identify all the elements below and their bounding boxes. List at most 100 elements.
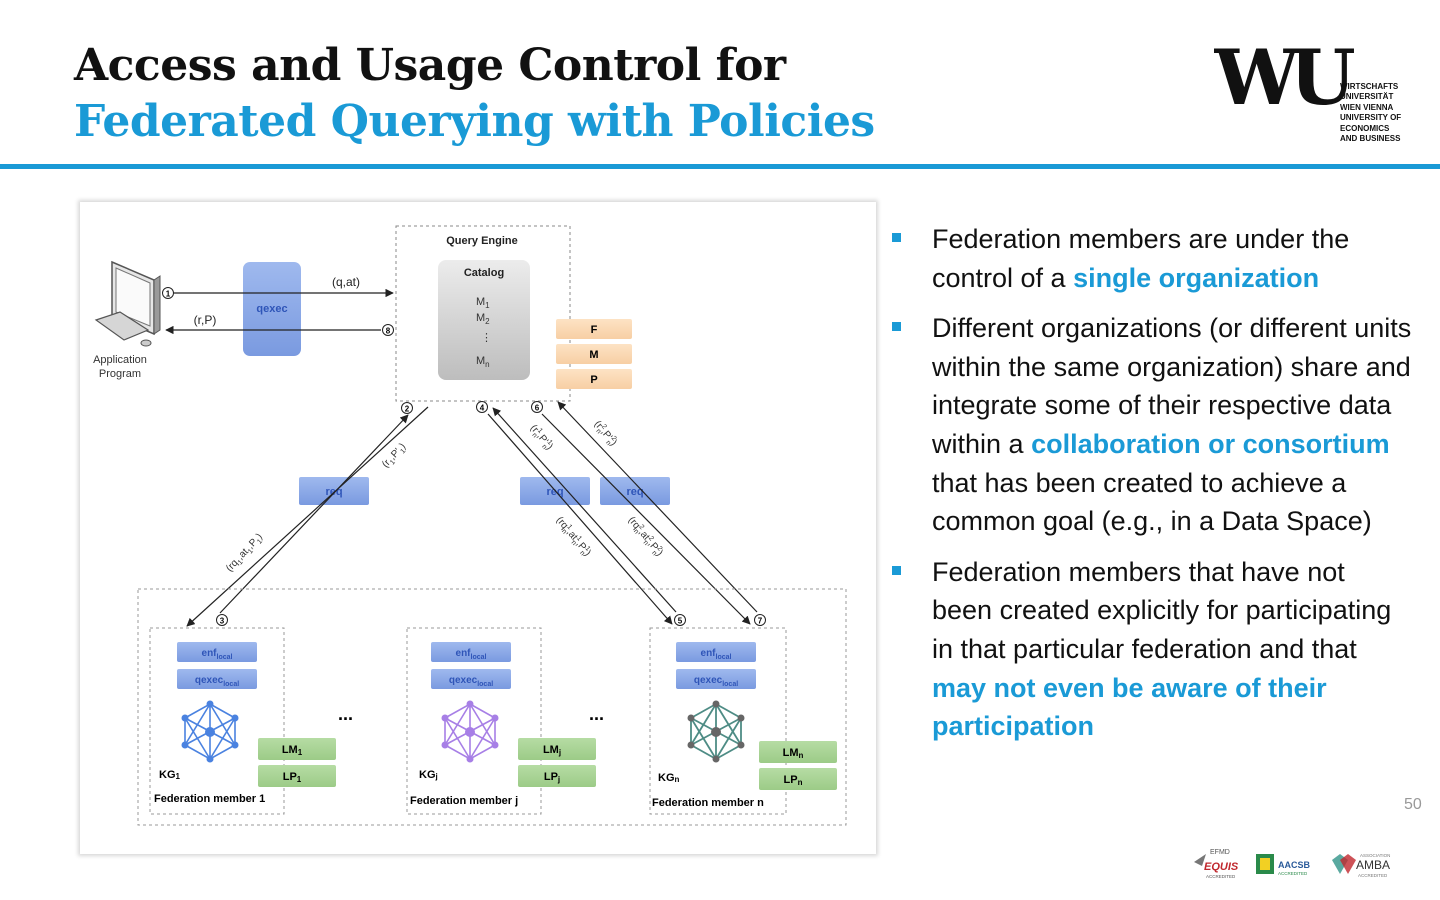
qexec-box <box>243 262 301 356</box>
enf-local-box <box>431 642 511 662</box>
step-number: 1 <box>166 290 171 299</box>
federation-member-j: enflocal qexeclocal KGj Federation membe… <box>406 627 596 815</box>
bullet-text: Different organizations (or different un… <box>932 313 1412 459</box>
policy-label: F <box>591 324 598 336</box>
kg-graph-nodes <box>181 700 239 763</box>
step-marker <box>754 614 766 626</box>
arrow-rq1 <box>186 406 429 627</box>
bullet-highlight: collaboration or consortium <box>1031 428 1390 459</box>
enf-local-label: enflocal <box>456 648 487 661</box>
lp-label: LPn <box>784 774 803 787</box>
bullet-text: Federation members that have not been cr… <box>932 556 1392 664</box>
catalog-mapping: M1 <box>476 296 490 310</box>
step-number: 5 <box>678 617 683 626</box>
lm-box <box>258 738 336 760</box>
aacsb-name: AACSB <box>1278 860 1311 870</box>
aacsb-accredited: ACCREDITED <box>1278 871 1308 876</box>
kg-label: KGj <box>419 769 438 781</box>
qexec-local-box <box>177 669 257 689</box>
catalog-mapping: M2 <box>476 312 490 326</box>
diagram-canvas: Application Program qexec 1 (q,at) 8 (r,… <box>93 225 847 826</box>
bullet-highlight: may not even be aware of their participa… <box>932 672 1327 742</box>
step-marker <box>162 287 174 299</box>
bullet-item: Federation members that have not been cr… <box>892 553 1412 746</box>
wu-logo-mark: WU <box>1214 42 1364 122</box>
app-program-label: Program <box>99 368 141 380</box>
wu-logo-text: WIRTSCHAFTS UNIVERSITÄT WIEN VIENNA UNIV… <box>1340 82 1401 144</box>
logo-line: UNIVERSITY OF <box>1340 113 1402 123</box>
bullet-text: that has been created to achieve a commo… <box>932 467 1372 537</box>
catalog-mapping: Mn <box>476 355 490 369</box>
member-box <box>649 627 787 815</box>
amba-accredited: ACCREDITED <box>1358 873 1388 878</box>
app-program-label: Application <box>93 354 147 366</box>
step-number: 7 <box>758 617 763 626</box>
logo-line: AND BUSINESS <box>1340 134 1401 144</box>
query-engine-box <box>395 225 571 402</box>
member-label: Federation member 1 <box>154 793 265 805</box>
logo-line: WIEN VIENNA <box>1340 102 1394 112</box>
bullet-item: Different organizations (or different un… <box>892 309 1412 541</box>
req-box-1 <box>299 477 369 505</box>
enf-local-label: enflocal <box>202 648 233 661</box>
equis-efmd: EFMD <box>1210 849 1230 856</box>
arrow-r1 <box>219 414 409 614</box>
bullet-highlight: single organization <box>1073 262 1320 293</box>
page-number: 50 <box>1404 796 1422 813</box>
step-number: 8 <box>386 327 391 336</box>
lp-label: LPj <box>544 771 560 784</box>
arrow-rn1 <box>492 407 677 613</box>
lm-box <box>518 738 596 760</box>
qexec-local-label: qexeclocal <box>694 675 738 688</box>
qexec-local-box <box>431 669 511 689</box>
ellipsis-1: ... <box>338 704 353 724</box>
lm-label: LMj <box>543 744 561 757</box>
slide-title-line-1: Access and Usage Control for <box>74 40 786 91</box>
lp-box <box>759 768 837 790</box>
step-marker <box>674 614 686 626</box>
ellipsis-2: ... <box>589 704 604 724</box>
lp-box <box>258 765 336 787</box>
msg-r-p: (r,P) <box>194 313 217 327</box>
req-label: req <box>546 486 563 498</box>
qexec-local-label: qexeclocal <box>195 675 239 688</box>
qexec-local-box <box>676 669 756 689</box>
step-number: 4 <box>480 404 485 413</box>
policy-box-p <box>556 369 632 389</box>
catalog-box <box>438 260 530 380</box>
equis-logo: EFMD EQUIS ACCREDITED <box>1194 849 1239 879</box>
arrow-rn2 <box>557 401 758 613</box>
policy-box-f <box>556 319 632 339</box>
step-number: 2 <box>405 405 410 414</box>
arrow-label-rq1: (rq1,at1,P1) <box>224 532 266 576</box>
bullet-square-icon <box>892 565 901 575</box>
kg-graph-nodes <box>687 700 745 763</box>
arrow-label-rqn2: (rq2n,at2n,P2n) <box>624 514 665 559</box>
bullet-text: Federation members are under the control… <box>932 224 1350 293</box>
catalog-vdots: ⋮ <box>481 332 492 344</box>
amba-name: AMBA <box>1356 858 1390 872</box>
arrow-rqn2 <box>541 413 751 625</box>
step-marker <box>382 324 394 336</box>
aacsb-logo: AACSB ACCREDITED <box>1256 854 1311 876</box>
step-marker <box>216 614 228 626</box>
federation-member-1: enflocal qexeclocal KG1 Federation membe… <box>149 627 336 815</box>
federation-member-n: enflocal qexeclocal KGn Federation membe… <box>649 627 837 815</box>
enf-local-box <box>676 642 756 662</box>
qexec-label: qexec <box>256 303 287 315</box>
lm-label: LMn <box>783 747 804 760</box>
title-divider <box>0 164 1440 169</box>
enf-local-label: enflocal <box>701 648 732 661</box>
arrow-label-rn1: (r1n,P'1n) <box>526 422 555 453</box>
bullet-item: Federation members are under the control… <box>892 220 1412 297</box>
member-box <box>149 627 285 815</box>
member-label: Federation member j <box>410 795 518 807</box>
equis-accredited: ACCREDITED <box>1206 874 1236 879</box>
wu-logo-letters: WU <box>1214 42 1354 122</box>
logo-line: ECONOMICS <box>1340 123 1390 133</box>
req-label: req <box>626 486 643 498</box>
member-box <box>406 627 542 815</box>
msg-q-at: (q,at) <box>332 275 360 289</box>
logo-line: UNIVERSITÄT <box>1340 92 1394 102</box>
step-marker <box>531 401 543 413</box>
